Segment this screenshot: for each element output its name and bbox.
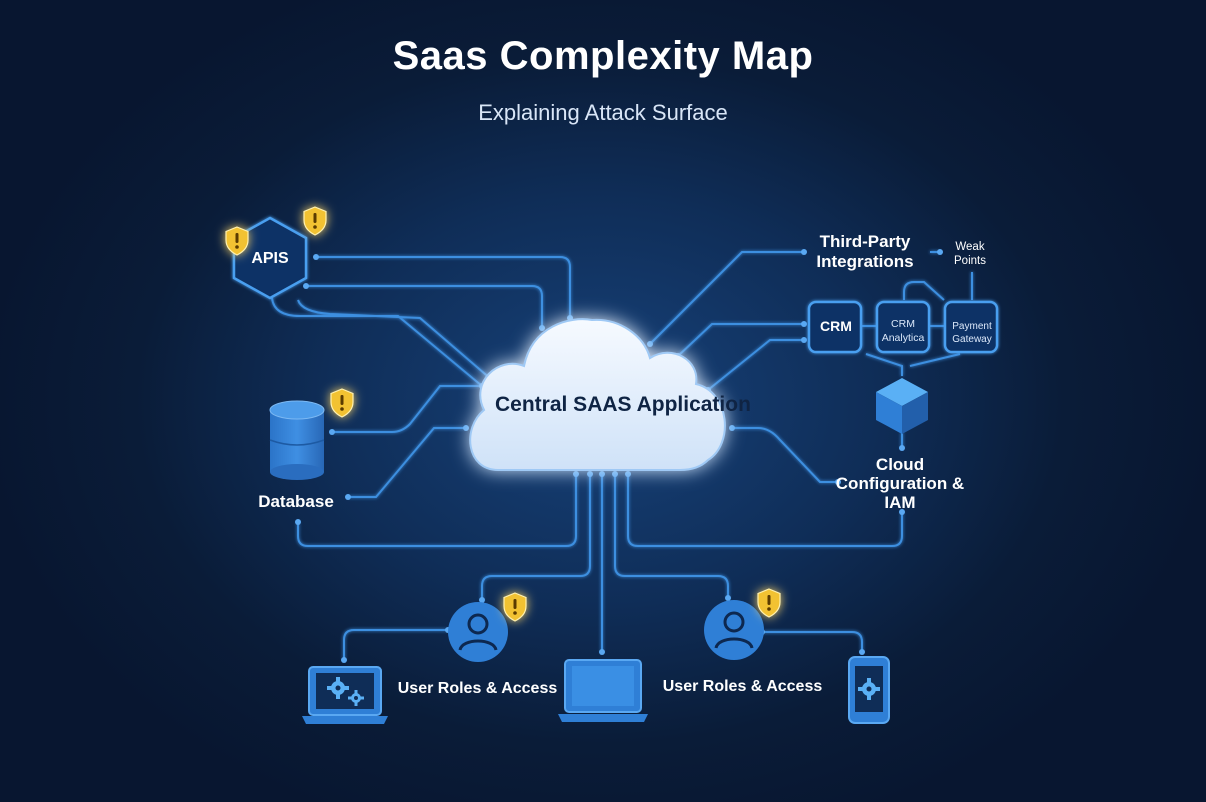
link-db-cloud-1: [332, 385, 486, 433]
database-label: Database: [258, 492, 334, 511]
link-db-cloud-2: [348, 427, 466, 498]
apis-shield-warning-icon-2: [303, 206, 327, 236]
page-subtitle: Explaining Attack Surface: [478, 100, 728, 125]
link-user-laptop-left: [343, 629, 448, 660]
link-apis-cloud-3: [297, 299, 493, 381]
crm-analytics-label: CRM Analytica: [881, 318, 925, 344]
cloud-configuration-iam-label: Cloud Configuration & IAM: [835, 455, 965, 512]
link-apis-cloud-4: [271, 297, 483, 387]
link-user-phone-right: [762, 631, 863, 652]
crm-box: [807, 300, 863, 354]
user-roles-access-label-left: User Roles & Access: [397, 680, 558, 697]
crm-analytics-box: [875, 300, 931, 354]
user-icon-left: [448, 602, 508, 662]
link-user-left: [481, 474, 591, 600]
link-crm-cloud-1: [677, 323, 804, 357]
weak-points-label: Weak Points: [954, 241, 986, 267]
link-db-cloud-3: [297, 474, 577, 547]
page-title: Saas Complexity Map: [392, 34, 814, 78]
link-user-right: [614, 474, 729, 598]
connection-lines: [271, 251, 973, 660]
user-left-shield-warning-icon: [503, 592, 527, 622]
link-payment-cube: [909, 353, 961, 367]
central-saas-label: Central SAAS Application: [495, 393, 751, 416]
cube-icon: [876, 378, 928, 434]
mobile-gear-icon: [848, 656, 890, 724]
link-crm-cube: [865, 353, 903, 376]
user-icon-right: [704, 600, 764, 660]
link-thirdparty-cloud: [649, 251, 804, 345]
laptop-gear-icon: [302, 666, 388, 724]
crm-label: CRM: [820, 318, 852, 334]
integration-boxes: [807, 300, 999, 354]
apis-label: APIS: [251, 250, 289, 267]
user-roles-access-label-right: User Roles & Access: [662, 678, 823, 695]
link-crm-cloud-2: [707, 339, 804, 391]
laptop-icon: [558, 659, 648, 722]
third-party-integrations-label: Third-Party Integrations: [816, 232, 914, 271]
link-iam-cloud: [732, 427, 838, 483]
database-icon: [269, 400, 325, 480]
payment-gateway-label: Payment Gateway: [952, 321, 992, 345]
central-cloud-icon: [469, 318, 726, 471]
link-bus-right: [627, 474, 903, 547]
user-right-shield-warning-icon: [757, 588, 781, 618]
link-analytics-weak: [903, 281, 945, 301]
link-apis-cloud-1: [316, 256, 571, 318]
payment-gateway-box: [943, 300, 999, 354]
database-shield-warning-icon: [330, 388, 354, 418]
link-apis-cloud-2: [306, 285, 543, 328]
